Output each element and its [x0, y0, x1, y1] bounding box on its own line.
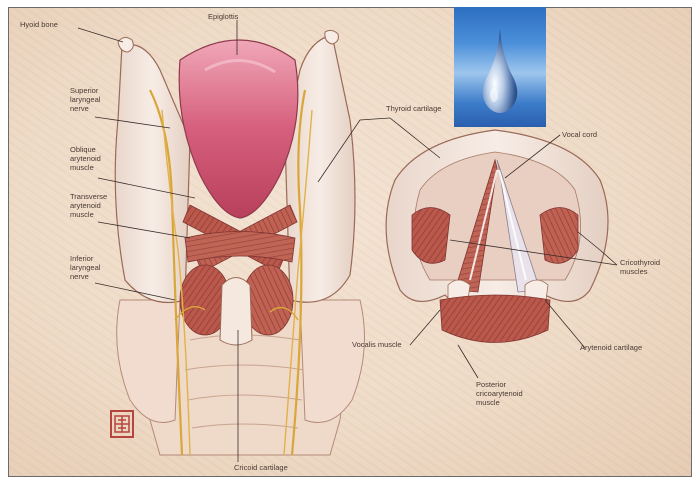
label-superior-laryngeal-nerve: Superior laryngeal nerve — [70, 86, 100, 113]
vocal-folds-view — [386, 130, 608, 343]
label-vocal-cord: Vocal cord — [562, 130, 597, 139]
label-vocalis-muscle: Vocalis muscle — [352, 340, 402, 349]
label-arytenoid-cartilage: Arytenoid cartilage — [580, 343, 642, 352]
label-hyoid-bone: Hyoid bone — [20, 20, 58, 29]
posterior-cricoarytenoid-muscle — [440, 295, 550, 343]
cricoid-cartilage — [220, 278, 252, 346]
label-epiglottis: Epiglottis — [208, 12, 238, 21]
label-posterior-cricoarytenoid-muscle: Posterior cricoarytenoid muscle — [476, 380, 523, 407]
transverse-arytenoid-muscle — [185, 232, 295, 263]
label-cricothyroid-muscles: Cricothyroid muscles — [620, 258, 660, 276]
water-drop-logo — [454, 7, 546, 127]
water-drop-icon — [454, 7, 546, 127]
label-transverse-arytenoid-muscle: Transverse arytenoid muscle — [70, 192, 107, 219]
cricothyroid-muscle-left — [412, 208, 450, 264]
label-thyroid-cartilage: Thyroid cartilage — [386, 104, 441, 113]
label-cricoid-cartilage: Cricoid cartilage — [234, 463, 288, 472]
label-inferior-laryngeal-nerve: Inferior laryngeal nerve — [70, 254, 100, 281]
artist-monogram-stamp — [110, 410, 134, 438]
hyoid-bone — [118, 37, 133, 52]
label-oblique-arytenoid-muscle: Oblique arytenoid muscle — [70, 145, 101, 172]
epiglottis — [179, 40, 298, 218]
posterior-larynx-view — [115, 30, 364, 455]
